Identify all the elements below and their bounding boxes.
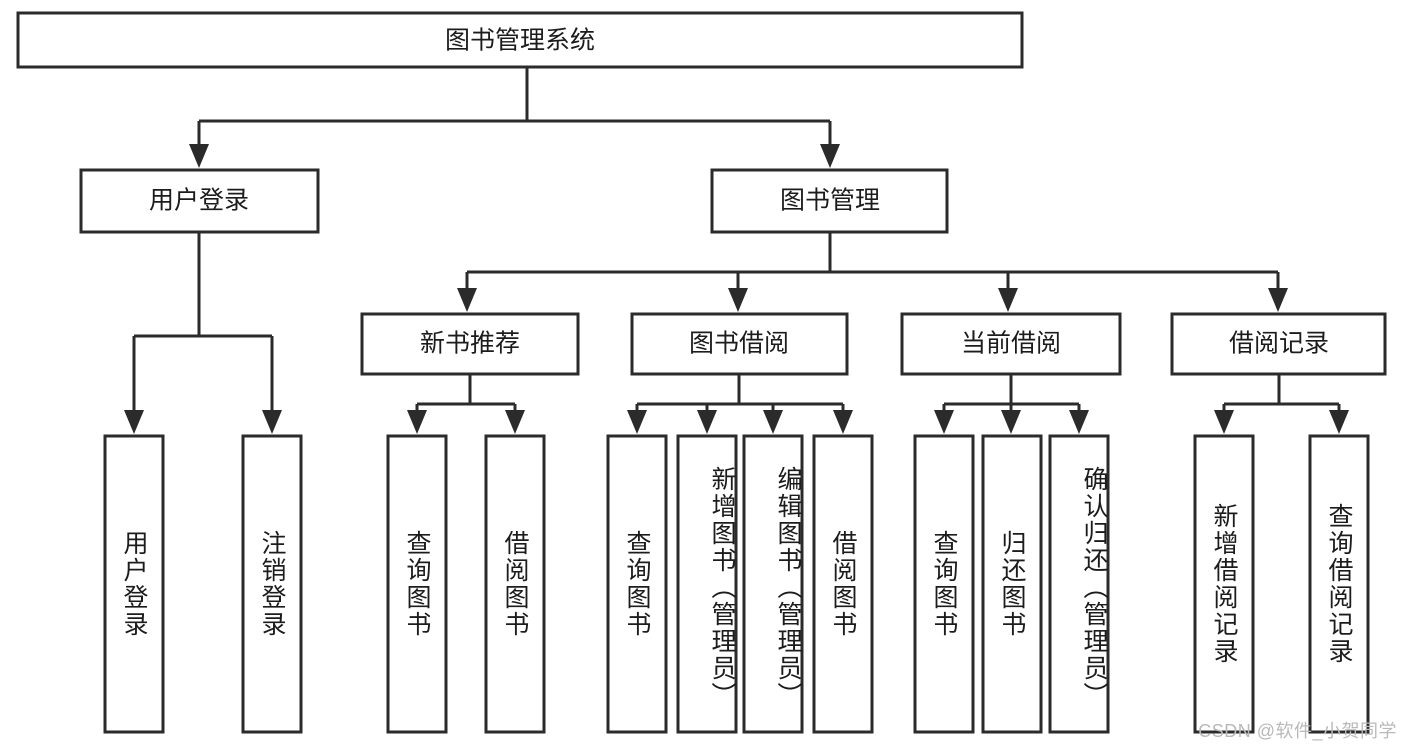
- node-current-borrow-label: 当前借阅: [961, 330, 1061, 358]
- connector-group-root: [189, 67, 840, 168]
- leaf-boxes-group: [103, 434, 1370, 734]
- arrow-head-icon: [457, 288, 477, 312]
- node-new-book-recommend-box[interactable]: [360, 312, 580, 376]
- leaf-box-add-borrow-record[interactable]: [1193, 434, 1255, 734]
- node-user-login[interactable]: 用户登录: [79, 168, 320, 234]
- node-root[interactable]: 图书管理系统: [16, 11, 1024, 69]
- arrow-head-icon: [820, 144, 840, 168]
- leaf-box-logout[interactable]: [241, 434, 303, 734]
- leaf-box-query-book-3[interactable]: [913, 434, 975, 734]
- node-book-management[interactable]: 图书管理: [710, 168, 949, 234]
- leaf-box-query-book-2[interactable]: [606, 434, 668, 734]
- connector-group-user-login: [124, 232, 282, 434]
- node-borrow-records-box[interactable]: [1170, 312, 1387, 376]
- node-root-box[interactable]: [16, 11, 1024, 69]
- arrow-head-icon: [697, 410, 717, 434]
- node-new-book-recommend[interactable]: 新书推荐: [360, 312, 580, 376]
- node-current-borrow[interactable]: 当前借阅: [900, 312, 1122, 376]
- leaf-box-add-book-admin[interactable]: [676, 434, 738, 734]
- connector-group-borrow: [627, 374, 853, 434]
- connector-group-book-mgmt: [457, 232, 1288, 312]
- leaf-box-query-borrow-record[interactable]: [1308, 434, 1370, 734]
- node-new-book-recommend-label: 新书推荐: [420, 330, 520, 358]
- arrow-head-icon: [1214, 410, 1234, 434]
- arrow-head-icon: [407, 410, 427, 434]
- arrow-head-icon: [262, 410, 282, 434]
- leaf-box-borrow-book-1[interactable]: [484, 434, 546, 734]
- node-user-login-label: 用户登录: [149, 187, 249, 215]
- leaf-box-borrow-book-2[interactable]: [812, 434, 874, 734]
- node-book-management-box[interactable]: [710, 168, 949, 234]
- node-user-login-box[interactable]: [79, 168, 320, 234]
- node-book-borrow-box[interactable]: [630, 312, 849, 376]
- node-current-borrow-box[interactable]: [900, 312, 1122, 376]
- arrow-head-icon: [1001, 410, 1021, 434]
- arrow-head-icon: [728, 288, 748, 312]
- csdn-watermark: CSDN @软件_小贺同学: [1198, 721, 1397, 741]
- arrow-head-icon: [1069, 410, 1089, 434]
- arrow-head-icon: [505, 410, 525, 434]
- arrow-head-icon: [1329, 410, 1349, 434]
- arrow-head-icon: [124, 410, 144, 434]
- connector-group-current-borrow: [934, 374, 1089, 434]
- arrow-head-icon: [998, 288, 1018, 312]
- node-book-management-label: 图书管理: [780, 187, 880, 215]
- leaf-box-edit-book-admin[interactable]: [742, 434, 804, 734]
- leaf-box-confirm-return-admin[interactable]: [1048, 434, 1110, 734]
- arrow-head-icon: [934, 410, 954, 434]
- arrow-head-icon: [189, 144, 209, 168]
- connector-group-new-book: [407, 374, 525, 434]
- connector-group-records: [1214, 374, 1349, 434]
- node-book-borrow-label: 图书借阅: [689, 330, 789, 358]
- arrow-head-icon: [763, 410, 783, 434]
- node-book-borrow[interactable]: 图书借阅: [630, 312, 849, 376]
- node-root-label: 图书管理系统: [445, 27, 595, 55]
- leaf-box-return-book[interactable]: [981, 434, 1043, 734]
- arrow-head-icon: [627, 410, 647, 434]
- leaf-box-query-book-1[interactable]: [386, 434, 448, 734]
- node-borrow-records[interactable]: 借阅记录: [1170, 312, 1387, 376]
- arrow-head-icon: [1268, 288, 1288, 312]
- arrow-head-icon: [833, 410, 853, 434]
- node-borrow-records-label: 借阅记录: [1229, 330, 1329, 358]
- leaf-box-user-login[interactable]: [103, 434, 165, 734]
